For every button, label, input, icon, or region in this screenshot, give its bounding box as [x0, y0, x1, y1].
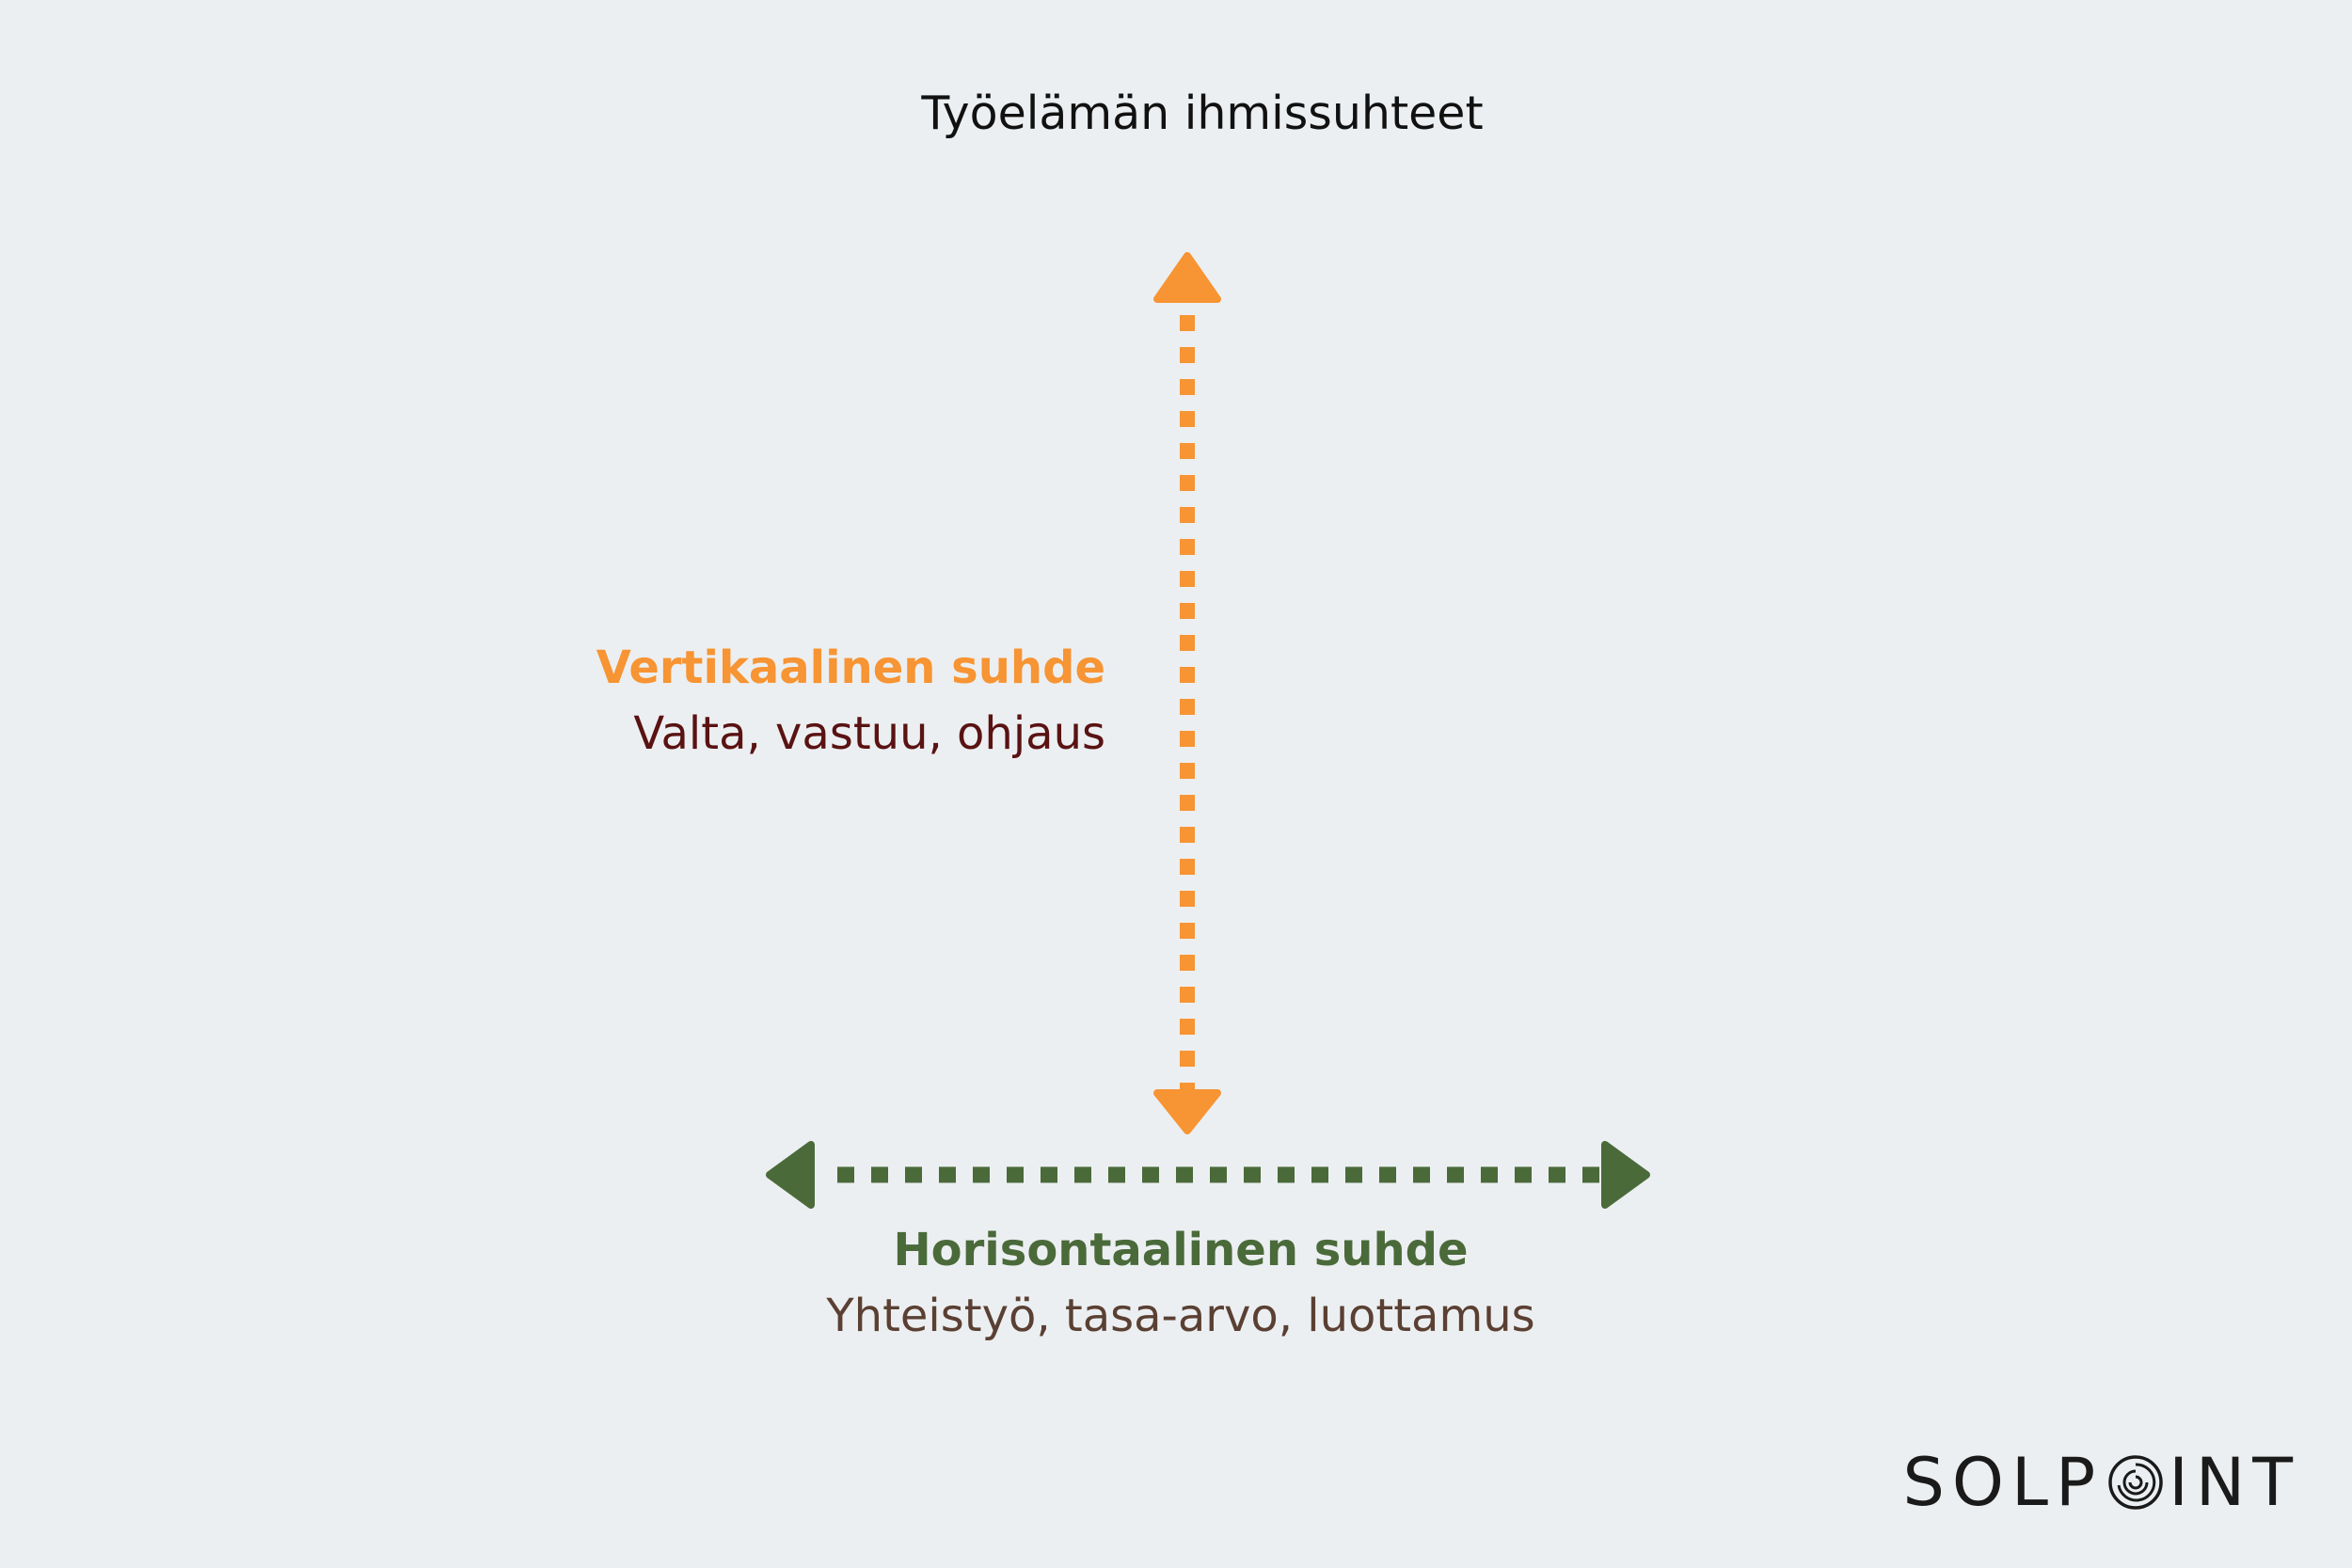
horizontal-arrow: [766, 1141, 1650, 1209]
horizontal-relation-label: Horisontaalinen suhde Yhteistyö, tasa-ar…: [0, 1217, 2352, 1349]
vertical-arrowhead-down: [1153, 1089, 1221, 1134]
vertical-arrowhead-up: [1153, 252, 1221, 303]
vertical-relation-heading: Vertikaalinen suhde: [596, 641, 1105, 694]
logo-text-left: SOLP: [1902, 1444, 2104, 1521]
vertical-relation-label: Vertikaalinen suhde Valta, vastuu, ohjau…: [596, 635, 1105, 767]
horizontal-relation-heading: Horisontaalinen suhde: [893, 1224, 1469, 1276]
diagram-title: Työelämän ihmissuhteet: [921, 87, 1484, 140]
solpoint-logo: SOLP INT: [1902, 1444, 2300, 1521]
logo-spiral-icon: [2108, 1455, 2163, 1510]
vertical-arrow: [1153, 252, 1221, 1134]
horizontal-arrowhead-left: [766, 1141, 815, 1209]
vertical-relation-description: Valta, vastuu, ohjaus: [633, 707, 1105, 760]
horizontal-arrowhead-right: [1601, 1141, 1650, 1209]
logo-text-right: INT: [2169, 1444, 2300, 1521]
horizontal-relation-description: Yhteistyö, tasa-arvo, luottamus: [826, 1290, 1535, 1342]
